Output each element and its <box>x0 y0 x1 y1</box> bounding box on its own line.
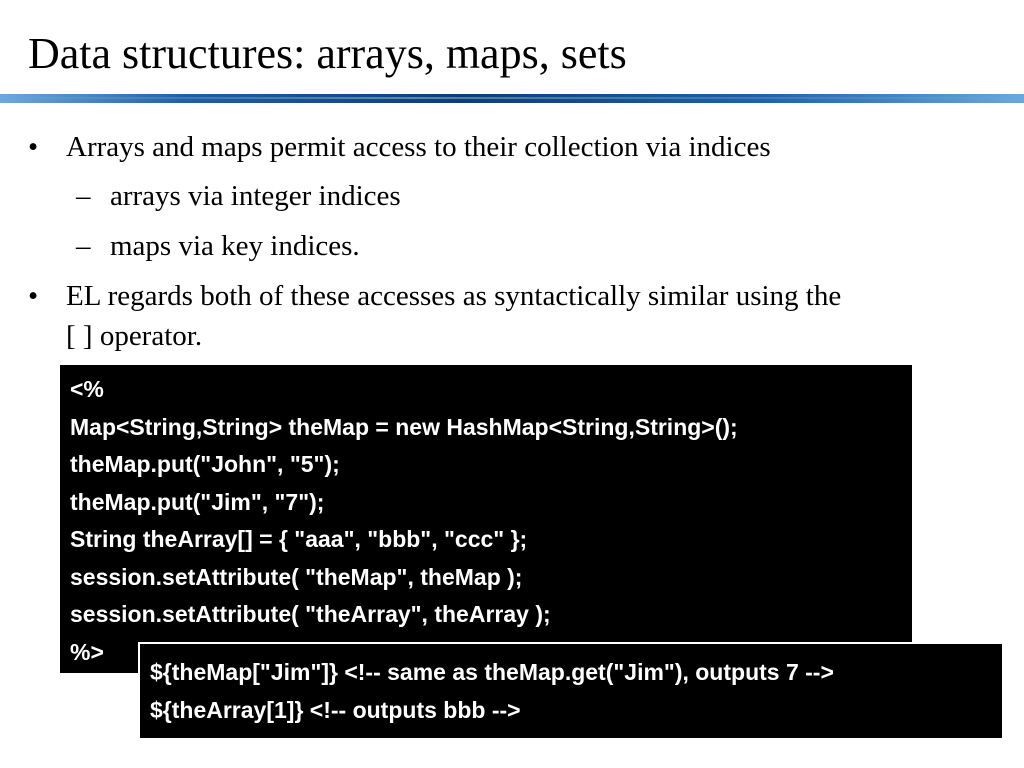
bullet-mark: • <box>28 280 39 312</box>
slide-title: Data structures: arrays, maps, sets <box>28 29 627 78</box>
code-line: ${theArray[1]} <!-- outputs bbb --> <box>150 696 521 723</box>
sub-bullet-mark: – <box>76 230 91 262</box>
sub-bullet-text: arrays via integer indices <box>110 180 401 212</box>
title-divider-bar <box>0 94 1024 103</box>
code-line: theMap.put("Jim", "7"); <box>70 488 325 515</box>
code-block-java: <% Map<String,String> theMap = new HashM… <box>60 365 912 673</box>
code-line: Map<String,String> theMap = new HashMap<… <box>70 413 738 440</box>
code-line: ${theMap["Jim"]} <!-- same as theMap.get… <box>150 659 834 685</box>
bullet-mark: • <box>28 131 39 163</box>
code-line: theMap.put("John", "5"); <box>70 451 340 477</box>
bullet-text: EL regards both of these accesses as syn… <box>66 280 842 312</box>
sub-bullet-text: maps via key indices. <box>110 230 360 262</box>
code-line: <% <box>70 376 104 402</box>
sub-bullet-mark: – <box>76 180 91 212</box>
code-line: session.setAttribute( "theArray", theArr… <box>70 601 551 627</box>
code-line: %> <box>70 638 104 665</box>
bullet-text: Arrays and maps permit access to their c… <box>66 131 771 163</box>
code-line: String theArray[] = { "aaa", "bbb", "ccc… <box>70 526 528 552</box>
bullet-text-continued: [ ] operator. <box>66 320 203 352</box>
code-line: session.setAttribute( "theMap", theMap )… <box>70 563 523 590</box>
code-block-el: ${theMap["Jim"]} <!-- same as theMap.get… <box>138 642 1004 740</box>
